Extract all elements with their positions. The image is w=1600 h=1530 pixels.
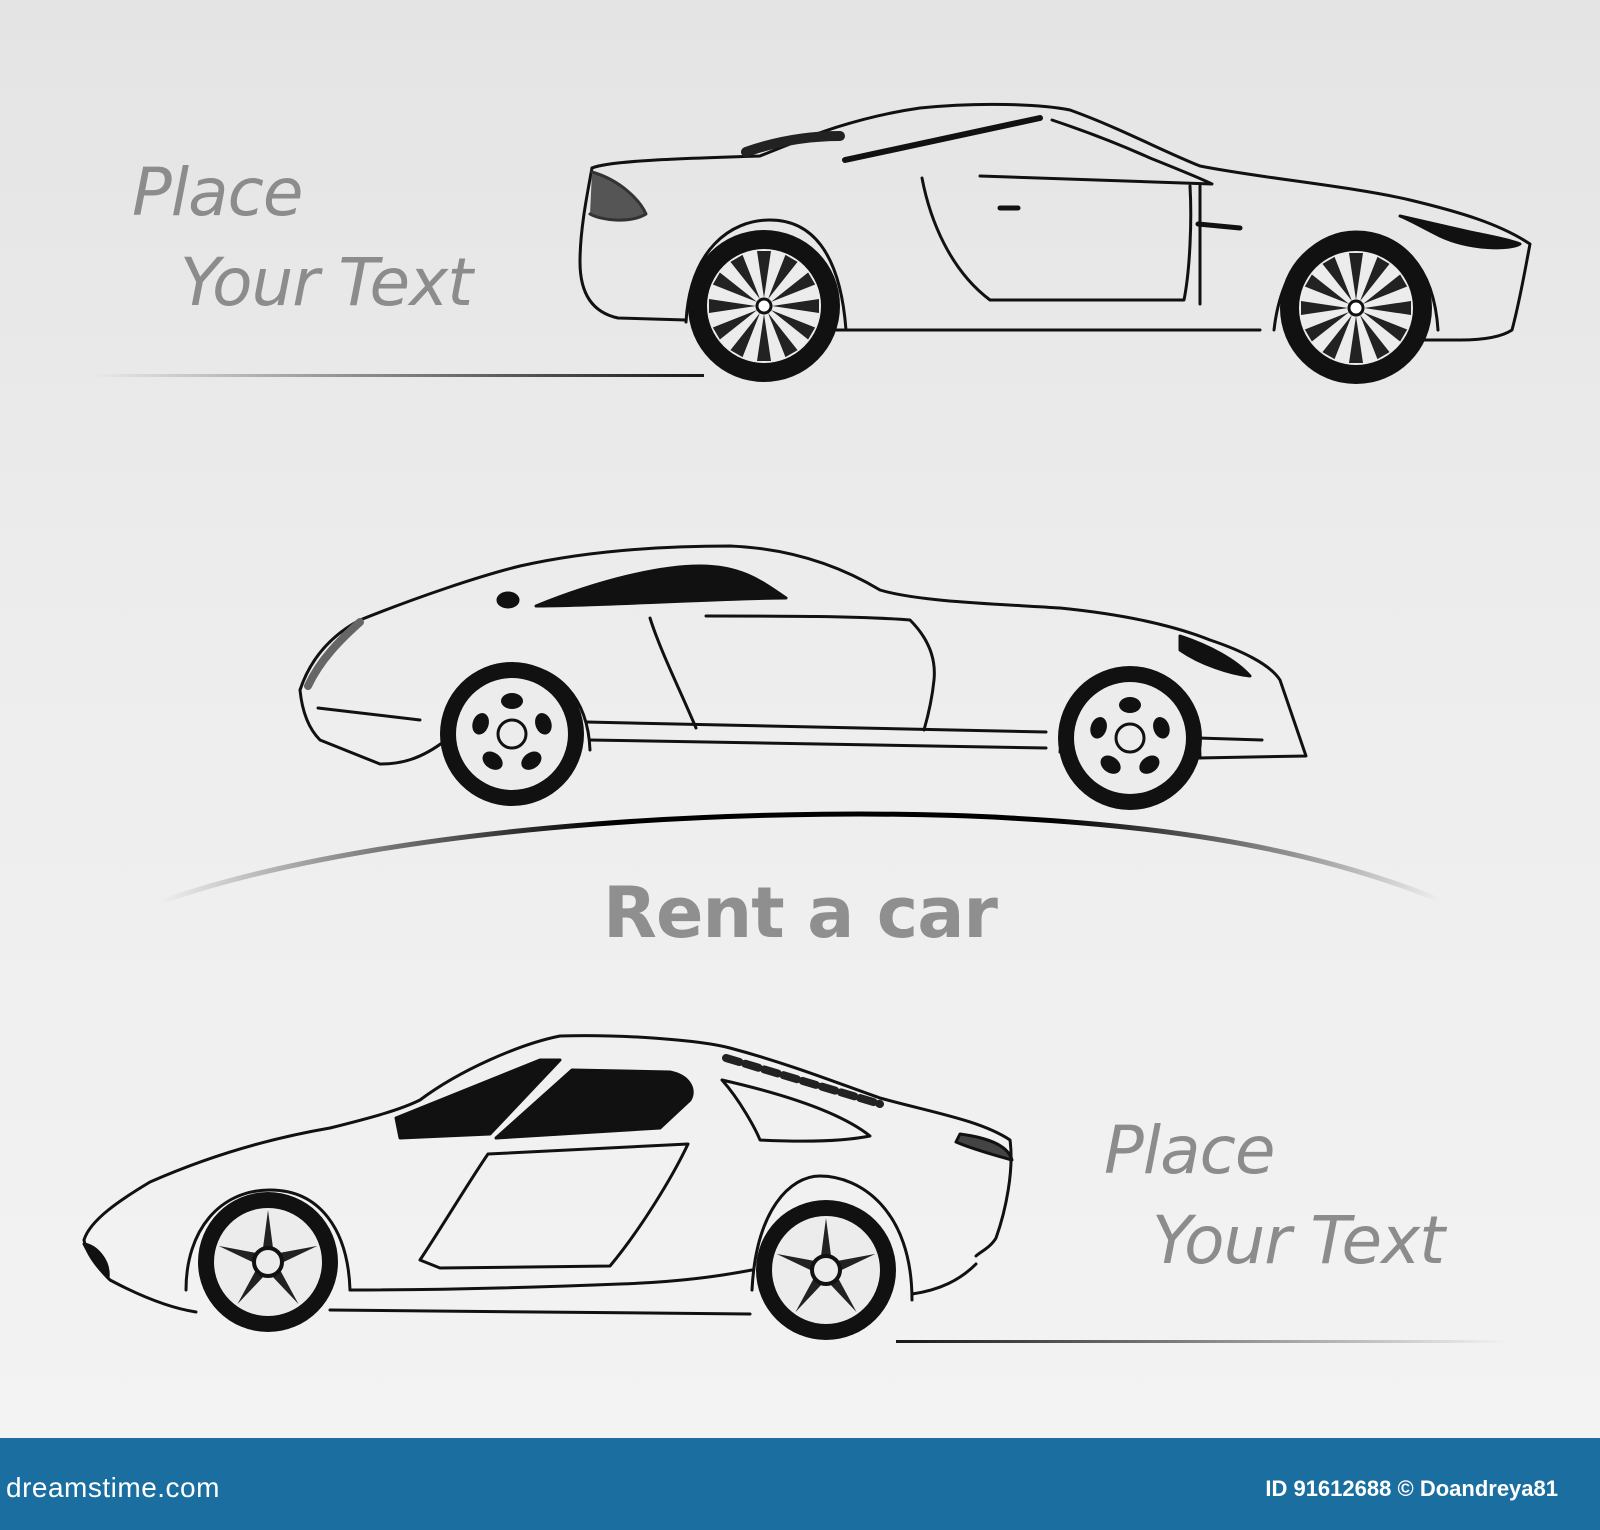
top-caption-underline xyxy=(92,374,704,377)
rent-a-car-title: Rent a car xyxy=(603,872,998,954)
bottom-caption-line2: Your Text xyxy=(1152,1202,1445,1279)
poster-canvas: Place Your Text Rent a car Place Your Te… xyxy=(0,0,1600,1438)
bottom-caption-line1: Place xyxy=(1104,1112,1275,1189)
author-name: Doandreya81 xyxy=(1419,1476,1558,1501)
copyright-sign: © xyxy=(1397,1476,1414,1501)
ground-swoosh xyxy=(159,811,1441,905)
top-caption-line2: Your Text xyxy=(180,244,473,321)
car-illustrations xyxy=(82,102,1532,1343)
bottom-caption-underline xyxy=(896,1340,1506,1343)
footer-brand[interactable]: dreamstime.com xyxy=(6,1472,220,1503)
image-id-label: ID 91612688 xyxy=(1265,1476,1392,1501)
footer-credit: ID 91612688 © Doandreya81 xyxy=(1265,1476,1558,1502)
watermark-footer-bar: dreamstime.com ID 91612688 © Doandreya81 xyxy=(0,1438,1600,1530)
top-caption-line1: Place xyxy=(132,154,303,231)
retro-supercar-side-icon xyxy=(82,1034,1014,1316)
